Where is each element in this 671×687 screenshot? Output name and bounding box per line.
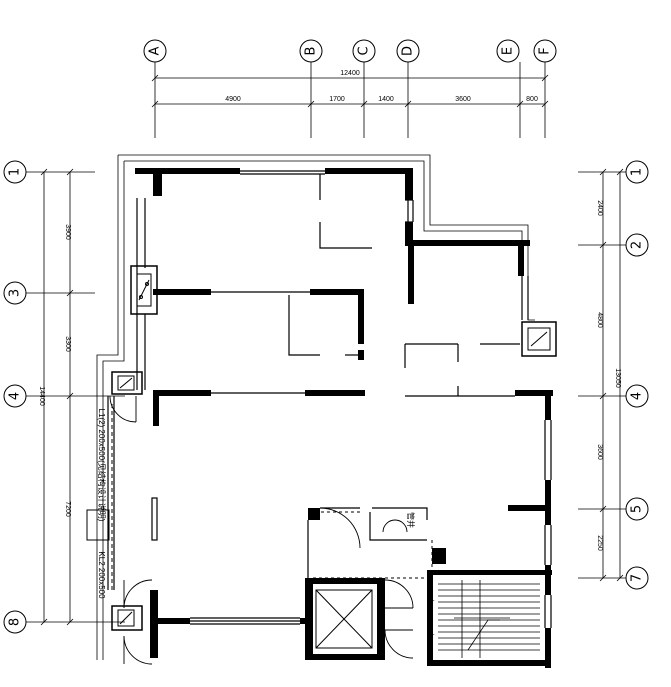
- partitions: [107, 170, 552, 628]
- equipment-box-icon: [111, 371, 143, 395]
- right-axis-bubbles: 1 2 4 5 7: [625, 160, 649, 590]
- equipment-box-icon: [130, 265, 158, 315]
- top-dimensions: 12400 4900 1700 1400 3600 800: [151, 70, 549, 108]
- left-axis-label-4: 4: [8, 392, 23, 400]
- top-dim-total: 12400: [340, 70, 360, 77]
- svg-text:⊥: ⊥: [428, 594, 435, 603]
- right-axis-label-4: 4: [630, 392, 645, 400]
- left-dim-seg-2: 3300: [64, 336, 71, 352]
- right-dim-seg-4: 2250: [596, 535, 603, 551]
- left-dim-seg-3: 7200: [64, 501, 71, 517]
- beam-dashed-lines: [111, 404, 433, 590]
- left-axis-bubbles: 1 3 4 8: [3, 160, 27, 634]
- right-axis-lines: [578, 171, 626, 579]
- top-dim-seg-2: 1700: [329, 96, 345, 103]
- top-dim-seg-3: 1400: [378, 96, 394, 103]
- right-dimensions: 13050 2400 4800 3600 2250: [596, 168, 624, 582]
- left-dim-total: 14400: [38, 386, 45, 406]
- left-axis-label-8: 8: [8, 618, 23, 626]
- top-dim-seg-1: 4900: [225, 96, 241, 103]
- top-dim-seg-4: 3600: [455, 96, 471, 103]
- left-dim-seg-1: 3900: [64, 224, 71, 240]
- right-axis-label-1: 1: [630, 168, 645, 176]
- equipment-box-icon: [86, 509, 110, 541]
- left-dimensions: 14400 3900 3300 7200: [38, 168, 74, 626]
- equipment-box-icon: [111, 605, 143, 631]
- right-dim-seg-3: 3600: [596, 444, 603, 460]
- shaft-label: 管井: [406, 512, 416, 528]
- axis-label-f: F: [538, 47, 553, 54]
- walls: [135, 168, 553, 668]
- right-axis-label-7: 7: [630, 574, 645, 582]
- svg-text:⊥: ⊥: [428, 628, 435, 637]
- beam-note-1: L1(2) 200x500(见结构设计说明): [97, 409, 107, 522]
- equipment-box-icon: [521, 321, 557, 357]
- left-axis-label-1: 1: [8, 168, 23, 176]
- beam-note-2: KL2 200x500: [97, 551, 106, 599]
- axis-label-c: C: [357, 46, 372, 55]
- right-dim-total: 13050: [614, 368, 621, 388]
- left-axis-label-3: 3: [8, 289, 23, 297]
- axis-label-d: D: [401, 46, 416, 56]
- axis-label-e: E: [501, 47, 516, 55]
- elevator-icon: [315, 589, 373, 649]
- right-dim-seg-2: 4800: [596, 312, 603, 328]
- stair-icon: ⊥ ⊥: [428, 580, 540, 658]
- right-axis-label-5: 5: [630, 505, 645, 513]
- axis-label-b: B: [304, 47, 319, 56]
- door-swing-icon: [109, 395, 414, 665]
- top-axis-lines: [154, 62, 546, 138]
- top-axis-bubbles: A B C D E F: [143, 39, 557, 63]
- right-axis-label-2: 2: [630, 241, 645, 249]
- right-dim-seg-1: 2400: [596, 200, 603, 216]
- axis-label-a: A: [148, 46, 163, 55]
- top-dim-seg-5: 800: [526, 96, 538, 103]
